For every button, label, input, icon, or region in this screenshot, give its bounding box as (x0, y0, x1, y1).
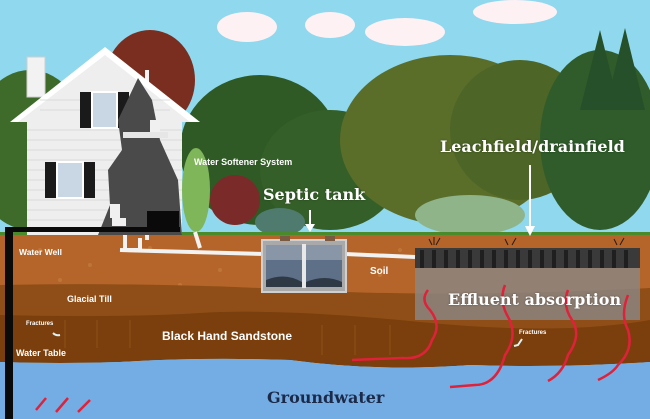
leachfield-chambers (415, 248, 640, 268)
septic-tank-label: Septic tank (263, 185, 366, 204)
effluent-absorption-label: Effluent absorption (448, 290, 622, 309)
clouds (217, 0, 557, 46)
fractures-label-left: Fractures (26, 321, 54, 327)
water-well-pipe (5, 227, 180, 419)
leachfield-label: Leachfield/drainfield (440, 137, 625, 156)
soil-label: Soil (370, 266, 389, 277)
house (10, 47, 200, 235)
sandstone-layer (0, 311, 650, 368)
water-softener-label: Water Softener System (194, 157, 293, 167)
fractures-label-right: Fractures (519, 330, 547, 336)
groundwater-layer (0, 358, 650, 419)
label-arrows (305, 165, 535, 236)
sandstone-label: Black Hand Sandstone (162, 329, 293, 343)
grass-line (0, 232, 650, 236)
glacial-till-label: Glacial Till (67, 294, 112, 304)
septic-tank (261, 236, 347, 293)
water-table-label: Water Table (16, 348, 67, 358)
water-well-label: Water Well (19, 247, 62, 257)
gravel-bed (415, 265, 640, 320)
groundwater-label: Groundwater (267, 388, 385, 407)
effluent-arrows (35, 284, 631, 413)
